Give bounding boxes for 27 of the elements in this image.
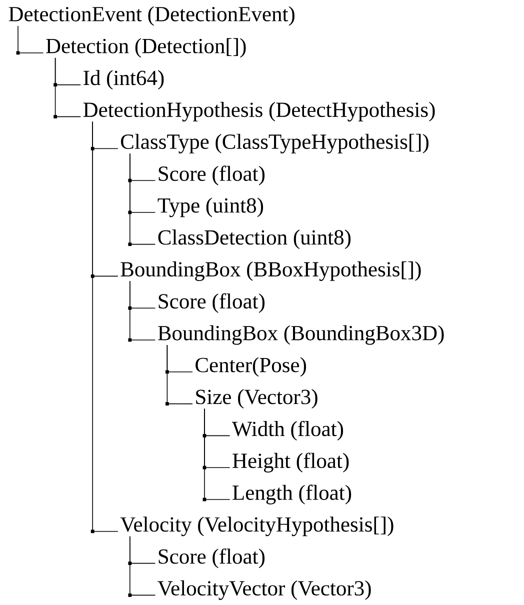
tree-item-label: Score (float) bbox=[158, 166, 265, 186]
tree-item-label: DetectionEvent (DetectionEvent) bbox=[8, 6, 294, 26]
tree-item-label: ClassDetection (uint8) bbox=[158, 230, 351, 250]
tree-item-label: Detection (Detection[]) bbox=[46, 38, 246, 58]
tree-item-label: Center(Pose) bbox=[196, 357, 306, 377]
tree-connector bbox=[90, 121, 118, 534]
tree-item-label: Score (float) bbox=[158, 293, 265, 313]
tree-item-label: BoundingBox (BoundingBox3D) bbox=[158, 325, 444, 345]
tree-item-label: DetectionHypothesis (DetectHypothesis) bbox=[83, 102, 435, 122]
tree-item-label: Velocity (VelocityHypothesis[]) bbox=[120, 516, 394, 536]
tree-item-label: Length (float) bbox=[232, 484, 352, 504]
tree-item-label: Type (uint8) bbox=[158, 198, 264, 218]
tree-item-label: Size (Vector3) bbox=[196, 389, 318, 409]
tree-connector bbox=[128, 280, 156, 342]
tree-item-label: Width (float) bbox=[232, 420, 344, 441]
tree-connector bbox=[128, 153, 156, 246]
tree-connector bbox=[128, 536, 156, 597]
tree-connector bbox=[202, 408, 230, 502]
tree-item-label: BoundingBox (BBoxHypothesis[]) bbox=[120, 261, 421, 281]
tree-connector bbox=[16, 26, 44, 55]
tree-item-label: Score (float) bbox=[158, 548, 265, 568]
tree-item-label: VelocityVector (Vector3) bbox=[158, 580, 371, 600]
tree-connector bbox=[54, 57, 81, 118]
tree-connector bbox=[166, 344, 193, 406]
tree-item-label: Id (int64) bbox=[84, 70, 164, 90]
tree-item-label: ClassType (ClassTypeHypothesis[]) bbox=[120, 134, 428, 154]
tree-item-label: Height (float) bbox=[232, 452, 349, 472]
